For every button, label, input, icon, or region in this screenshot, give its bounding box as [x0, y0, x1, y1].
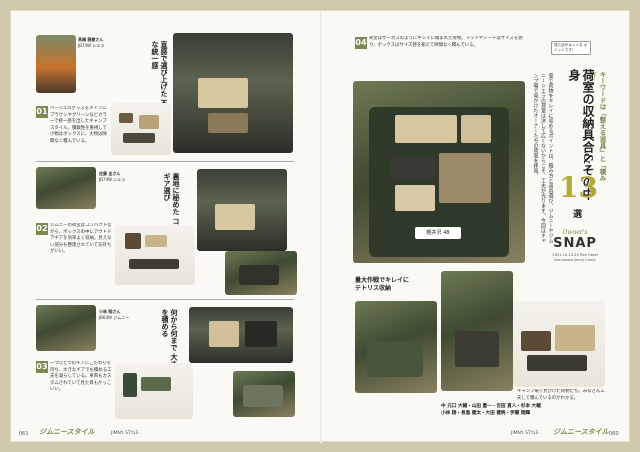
gear-layout-1	[111, 103, 171, 155]
owner-name-3: 小林 翔さん	[99, 309, 121, 314]
magazine-spread: 髙橋 雅樹さん JB74W シエラ 直感で選び上げた 不思議な統一感 01 ベー…	[10, 10, 630, 443]
bag-stack	[439, 153, 491, 203]
section-divider	[36, 299, 294, 300]
page-gutter	[320, 11, 322, 443]
gear-item	[139, 115, 159, 129]
owner-profile-3: 小林 翔さん JB64W ジムニー	[99, 309, 137, 320]
gear-item	[123, 133, 155, 143]
gear-item	[555, 325, 595, 351]
vehicle-photo-2	[225, 251, 297, 295]
point-note: 見た目がキレイな ポイントです！	[551, 41, 591, 55]
cargo-box	[209, 321, 239, 347]
bottom-caption: キャンプ場で見かけた荷物たち。みなさん工夫して積んでいるのがわかる。	[517, 389, 605, 401]
trunk-photo-2	[197, 169, 287, 251]
storage-box	[395, 185, 435, 211]
intro-text: 車で荷物をキレイに収めるポイントは、積み方と道具選び。ジムニーやジムニーシエラの…	[532, 73, 554, 243]
jimny-vehicle	[243, 385, 283, 407]
camp-chair	[455, 331, 499, 367]
owner-car-2: JB74W シエラ	[99, 176, 126, 182]
owner-name-2: 佐藤 圭さん	[99, 171, 121, 176]
camp-photo-right	[441, 271, 513, 391]
snap-logo: Owner's SNAP 2021.10.23-24 Pick Hotel Ka…	[551, 229, 599, 262]
owner-photo-1	[36, 35, 76, 93]
owner-profile-2: 佐藤 圭さん JB74W シエラ	[99, 171, 137, 182]
snap-logo-main: SNAP	[553, 236, 597, 251]
gear-item	[129, 259, 179, 269]
section-number-3: 03	[36, 361, 48, 373]
cargo-box	[198, 78, 248, 108]
headline-unit: 選	[573, 210, 583, 220]
owner-name-1: 髙橋 雅樹さん	[78, 37, 104, 42]
cooler-box	[461, 115, 491, 143]
section-divider	[36, 161, 294, 162]
brand-logo-left: ジムニースタイル	[39, 428, 95, 436]
section-number-2: 02	[36, 223, 48, 235]
caption-2: ジムニーの荷室はコンパクトながら、ボックスの中にアウトドアギアを効率よく収納。見…	[50, 223, 112, 254]
footer-label-left: JIMNY STYLE	[111, 431, 139, 436]
headline-count: 13	[559, 171, 598, 204]
gear-layout-2	[115, 225, 195, 285]
jimny-vehicle	[367, 341, 423, 377]
license-plate: 軽井沢 48	[415, 227, 461, 239]
headline-main: 荷室の収納具合&その中身	[567, 69, 595, 200]
credits: 中 元口 大輔・山田 豊一・吉田 直人・杉本 大輔 小林 翔・長島 健太・大田 …	[441, 403, 611, 417]
camp-photo-2	[36, 167, 96, 209]
cargo-box	[245, 321, 277, 347]
page-number-right: 060	[609, 431, 619, 437]
cargo-box	[215, 204, 255, 230]
section-number-4: 04	[355, 37, 367, 49]
gear-item	[145, 235, 167, 247]
gear-item	[123, 373, 137, 397]
gear-item	[125, 233, 141, 249]
headline-kicker: キーワードは「整える道具」と「積み方」	[588, 71, 606, 182]
section-number-1: 01	[36, 106, 48, 118]
snap-event-info: 2021.10.23-24 Pick Hotel Karuizawa Jimny…	[552, 253, 598, 262]
caption-3: 一つひとつのギアにこだわりを持ち、大きなギアでも積める工夫を凝らしている。車両も…	[50, 361, 112, 392]
credits-line-1: 中 元口 大輔・山田 豊一・吉田 直人・杉本 大輔	[441, 404, 541, 409]
gear-item	[527, 355, 587, 371]
black-container	[391, 157, 435, 179]
gear-layout-3	[115, 363, 193, 419]
gear-item	[141, 377, 171, 391]
gear-item	[521, 331, 551, 351]
cargo-bag	[208, 113, 248, 133]
vehicle-rear: 軽井沢 48	[369, 107, 509, 257]
camp-photo-3	[36, 305, 96, 351]
cooler-box	[395, 115, 457, 143]
vehicle-photo-right	[355, 301, 437, 393]
gear-pile-right	[513, 301, 605, 387]
section-title-1: 直感で選び上げた 不思議な統一感	[151, 41, 169, 121]
owner-profile-1: 髙橋 雅樹さん JB74W シエラ	[78, 37, 116, 48]
section-title-3: 何から何まで 大きなギアを積める	[161, 309, 179, 389]
brand-logo-right: ジムニースタイル	[553, 428, 609, 436]
trunk-photo-3	[189, 307, 293, 363]
section-title-2: 裏地に秘めた コダワリのギア選び	[163, 173, 181, 253]
right-caption: 荷室はサーカスのようにキレイに積まれた荷物。マットやシートはサイズを測り、ボック…	[369, 36, 523, 48]
owner-car-3: JB64W ジムニー	[99, 314, 130, 320]
snap-logo-top: Owner's	[562, 229, 588, 236]
owner-car-1: JB74W シエラ	[78, 42, 105, 48]
footer-label-right: JIMNY STYLE	[511, 431, 539, 436]
jimny-vehicle	[239, 265, 279, 285]
gear-item	[119, 113, 133, 123]
caption-1: ベージュのグッズをメインにブラウンやグリーンなどカラーで統一感を出したキャンプス…	[50, 106, 107, 144]
main-trunk-photo: 軽井沢 48	[353, 81, 525, 263]
vehicle-photo-3	[233, 371, 295, 417]
page-number-left: 061	[19, 431, 29, 437]
section-title-right: 量大作戦でキレイに テトリス収納	[355, 277, 410, 292]
trunk-photo-1	[173, 33, 293, 153]
credits-line-2: 小林 翔・長島 健太・大田 健暁・伊藤 翔輝	[441, 411, 531, 416]
